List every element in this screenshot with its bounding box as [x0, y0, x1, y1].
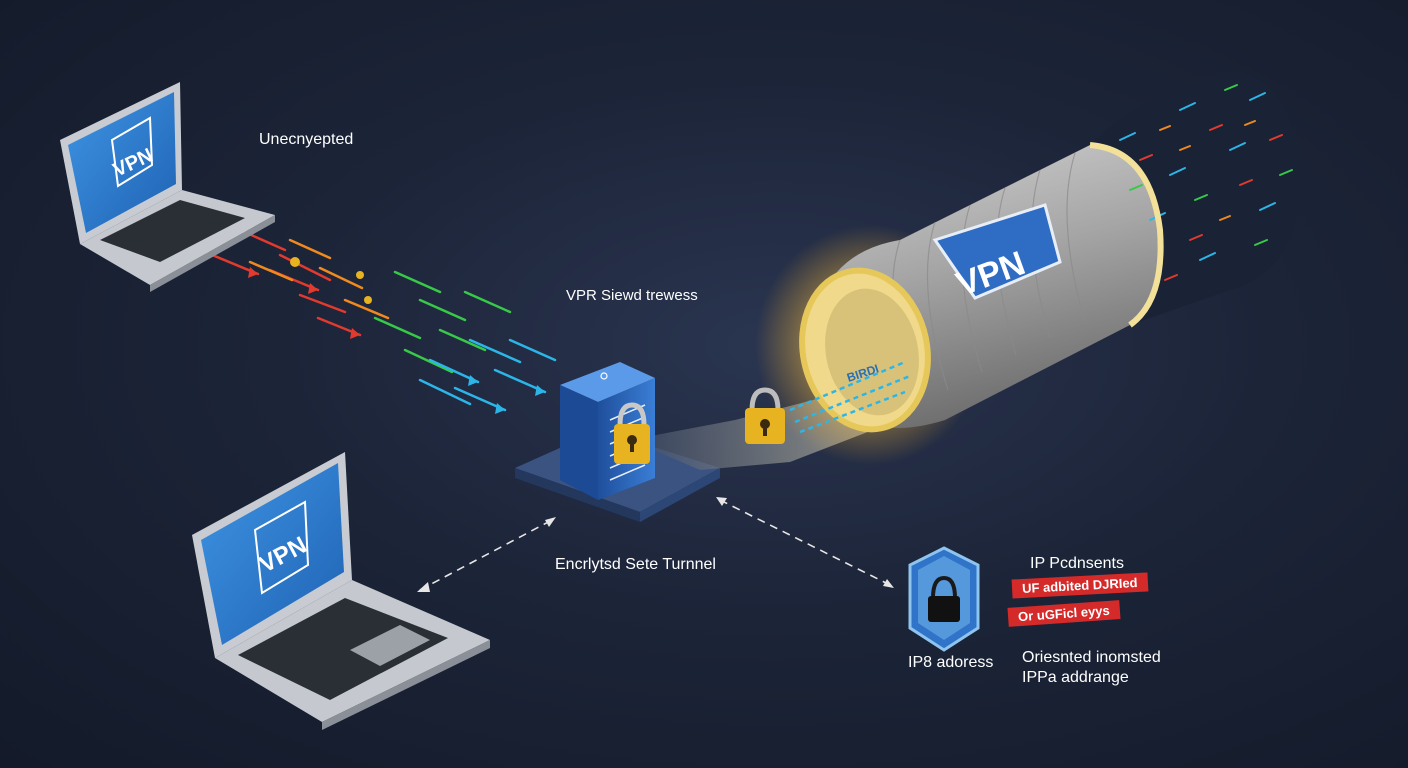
server-label: VPR Siewd trewess: [566, 287, 698, 304]
server-lock-icon: [614, 402, 650, 464]
dashed-connectors: [419, 499, 891, 591]
tunnel-data-particles: [1119, 84, 1293, 281]
ip-points-label: IP Pcdnsents: [1030, 555, 1124, 572]
ip-shield-icon: [908, 546, 980, 652]
path-lock-icon: [745, 387, 785, 444]
laptop-bottom: VPN: [192, 452, 490, 730]
tunnel-label: Encrlytsd Sete Turnnel: [555, 556, 716, 573]
connector-arrowheads: [417, 497, 894, 592]
tunnel-vpn-sign: VPN: [932, 203, 1062, 304]
oriented-label-line1: Oriesnted inomsted: [1022, 649, 1161, 666]
laptop-top: VPN: [60, 82, 275, 292]
unencrypted-label: Unecnyepted: [259, 131, 354, 148]
ip-address-label: IP8 adoress: [908, 654, 994, 671]
oriented-label-line2: IPPa addrange: [1022, 669, 1129, 686]
